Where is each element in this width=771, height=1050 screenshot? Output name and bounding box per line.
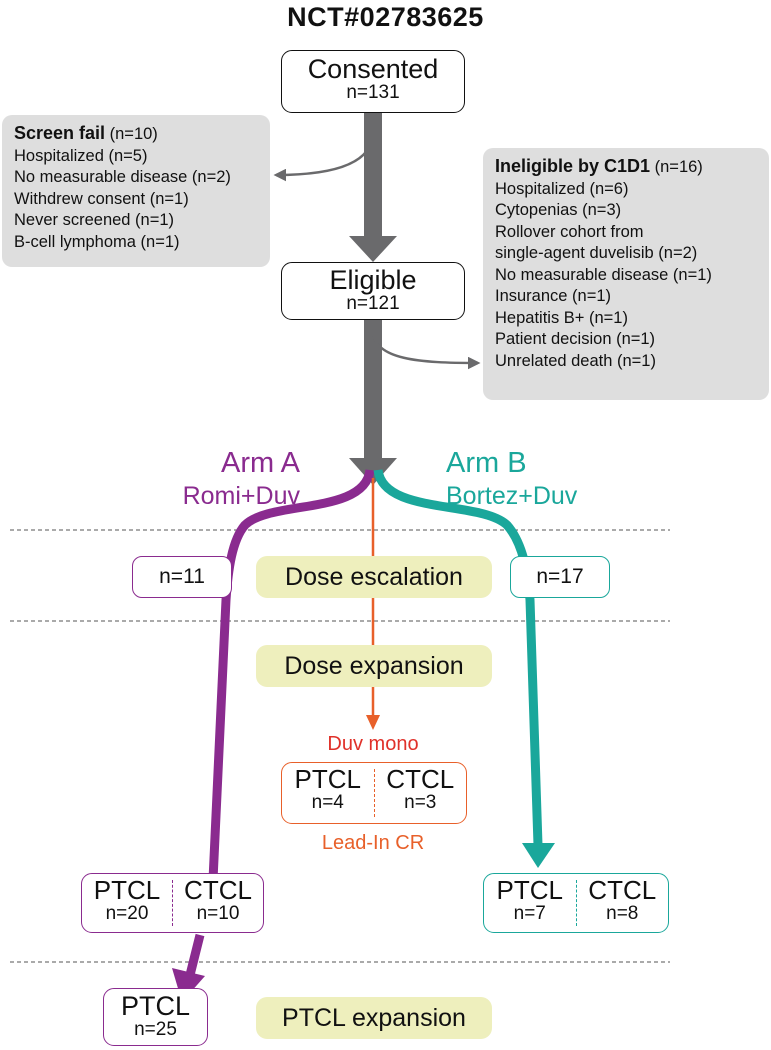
ineligible-item: Patient decision (n=1) (495, 330, 656, 348)
phase-ptcl-expansion: PTCL expansion (256, 997, 492, 1039)
ineligible-item: No measurable disease (n=1) (495, 265, 712, 284)
arm-b-escalation-count: n=17 (510, 556, 610, 598)
arm-b-title: Arm B (446, 447, 527, 479)
arm-a-ctcl-cell: CTCL n=10 (173, 874, 263, 932)
eligible-count: n=121 (346, 293, 400, 315)
cell-label: CTCL (184, 875, 252, 905)
duv-mono-ctcl-cell: CTCL n=3 (375, 763, 467, 823)
duv-mono-ptcl-cell: PTCL n=4 (282, 763, 374, 823)
ineligible-item: single-agent duvelisib (n=2) (495, 244, 698, 262)
arm-b-ptcl-cell: PTCL n=7 (484, 874, 576, 932)
cell-label: PTCL (496, 875, 563, 905)
screen-fail-item: Never screened (n=1) (14, 211, 175, 229)
arm-a-path-lower (185, 933, 205, 977)
arm-a-subtitle: Romi+Duv (182, 482, 300, 510)
duv-mono-label: Duv mono (327, 733, 419, 755)
cell-count: n=4 (311, 792, 344, 814)
arm-a-escalation-count: n=11 (132, 556, 232, 598)
ptcl-final-count: n=25 (134, 1019, 177, 1041)
cell-label: PTCL (294, 764, 361, 794)
screen-fail-item: B-cell lymphoma (n=1) (14, 232, 180, 251)
arm-a-expansion-box: PTCL n=20 CTCL n=10 (81, 873, 264, 933)
cell-divider (575, 880, 577, 926)
lead-in-cr-label: Lead-In CR (321, 832, 425, 854)
main-flow-arrowhead (349, 236, 397, 262)
ineligible-heading-count: (n=16) (654, 158, 703, 176)
ineligible-item: Cytopenias (n=3) (495, 201, 622, 219)
eligible-box: Eligible n=121 (281, 262, 465, 320)
arm-b-expansion-box: PTCL n=7 CTCL n=8 (483, 873, 669, 933)
arm-b-ctcl-cell: CTCL n=8 (577, 874, 669, 932)
consented-label: Consented (307, 54, 439, 84)
cell-count: n=3 (404, 792, 437, 814)
screen-fail-connector (273, 131, 375, 182)
cell-count: n=20 (105, 903, 149, 925)
ineligible-item: Insurance (n=1) (495, 287, 612, 305)
cell-count: n=10 (196, 903, 240, 925)
cell-count: n=8 (606, 903, 639, 925)
consented-box: Consented n=131 (281, 50, 465, 113)
screen-fail-item: Hospitalized (n=5) (14, 146, 148, 165)
trial-id-title: NCT#02783625 (287, 2, 484, 32)
phase-dose-escalation: Dose escalation (256, 556, 492, 598)
duv-mono-box: PTCL n=4 CTCL n=3 (281, 762, 467, 824)
ineligible-connector (371, 329, 481, 370)
cell-divider (373, 769, 375, 817)
screen-fail-heading: Screen fail (14, 123, 106, 143)
ptcl-final-box: PTCL n=25 (103, 988, 208, 1046)
phase-dose-expansion: Dose expansion (256, 645, 492, 687)
screen-fail-item: No measurable disease (n=2) (14, 168, 231, 186)
consented-count: n=131 (346, 82, 400, 104)
screen-fail-item: Withdrew consent (n=1) (14, 189, 189, 208)
eligible-label: Eligible (329, 265, 417, 295)
screen-fail-note: Screen fail (n=10) Hospitalized (n=5) No… (2, 115, 270, 267)
cell-count: n=7 (513, 903, 546, 925)
ineligible-item: Hospitalized (n=6) (495, 179, 629, 198)
duv-mono-arrowhead (366, 715, 380, 730)
cell-label: PTCL (93, 875, 161, 905)
ineligible-item: Rollover cohort from (495, 222, 644, 241)
main-flow-trunk (364, 113, 382, 238)
ptcl-final-label: PTCL (120, 991, 191, 1021)
cell-label: CTCL (386, 764, 455, 794)
arm-a-title: Arm A (221, 447, 300, 479)
ineligible-heading: Ineligible by C1D1 (495, 156, 651, 176)
cell-label: CTCL (588, 875, 657, 905)
ineligible-item: Hepatitis B+ (n=1) (495, 308, 628, 327)
arm-a-ptcl-cell: PTCL n=20 (82, 874, 172, 932)
arm-b-subtitle: Bortez+Duv (446, 482, 578, 510)
cell-divider (172, 880, 173, 926)
ineligible-item: Unrelated death (n=1) (495, 351, 656, 370)
ineligible-note: Ineligible by C1D1 (n=16) Hospitalized (… (483, 148, 769, 400)
screen-fail-heading-count: (n=10) (109, 125, 158, 143)
main-flow-trunk-lower (364, 320, 382, 460)
arm-b-arrowhead (522, 843, 555, 868)
